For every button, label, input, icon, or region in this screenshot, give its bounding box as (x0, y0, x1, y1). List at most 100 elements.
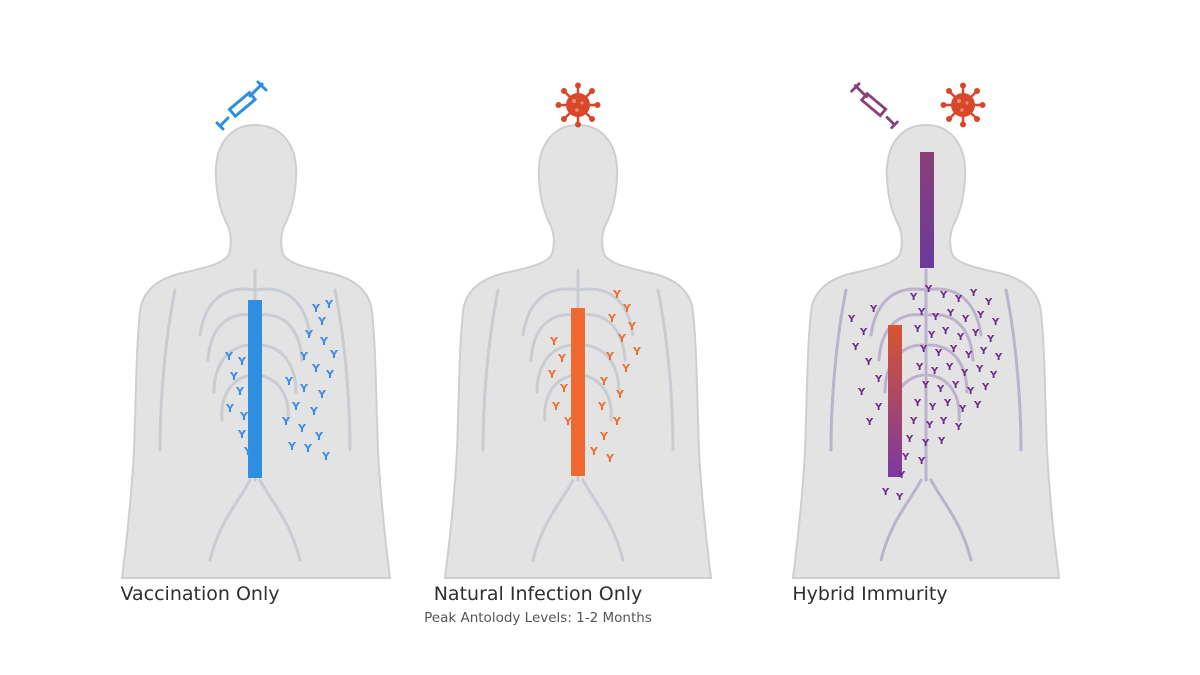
svg-text:Y: Y (237, 428, 247, 441)
svg-text:Y: Y (917, 456, 926, 467)
svg-text:Y: Y (881, 487, 890, 498)
svg-text:Y: Y (605, 350, 615, 363)
syringe-icon (215, 80, 268, 131)
svg-text:Y: Y (994, 352, 1003, 363)
svg-text:Y: Y (913, 324, 922, 335)
antibody-level-bar (888, 325, 902, 477)
svg-text:Y: Y (937, 436, 946, 447)
svg-text:Y: Y (905, 434, 914, 445)
svg-text:Y: Y (874, 402, 883, 413)
svg-text:Y: Y (939, 290, 948, 301)
ribcage (481, 268, 675, 562)
svg-text:Y: Y (936, 384, 945, 395)
antibody-level-bar (248, 300, 262, 478)
svg-text:Y: Y (317, 315, 327, 328)
svg-text:Y: Y (237, 355, 247, 368)
svg-text:Y: Y (973, 400, 982, 411)
svg-text:Y: Y (956, 332, 965, 343)
panel-label: Hybrid Immurity (792, 583, 948, 605)
svg-text:Y: Y (299, 350, 309, 363)
svg-text:Y: Y (930, 366, 939, 377)
svg-text:Y: Y (612, 288, 622, 301)
svg-text:Y: Y (921, 438, 930, 449)
svg-text:Y: Y (321, 450, 331, 463)
virus-icon (940, 82, 986, 128)
svg-text:Y: Y (599, 430, 609, 443)
svg-text:Y: Y (857, 387, 866, 398)
svg-text:Y: Y (984, 297, 993, 308)
svg-text:Y: Y (946, 308, 955, 319)
svg-text:Y: Y (224, 350, 234, 363)
svg-text:Y: Y (547, 368, 557, 381)
svg-text:Y: Y (981, 382, 990, 393)
svg-text:Y: Y (927, 330, 936, 341)
svg-text:Y: Y (329, 348, 339, 361)
svg-text:Y: Y (966, 386, 975, 397)
svg-text:Y: Y (859, 327, 868, 338)
svg-text:Y: Y (939, 416, 948, 427)
svg-text:Y: Y (958, 404, 967, 415)
svg-text:Y: Y (865, 417, 874, 428)
svg-text:Y: Y (897, 470, 906, 481)
svg-text:Y: Y (991, 317, 1000, 328)
antibody-level-bar-upper (920, 152, 934, 268)
svg-text:Y: Y (960, 368, 969, 379)
svg-text:Y: Y (291, 400, 301, 413)
svg-text:Y: Y (284, 375, 294, 388)
svg-text:Y: Y (901, 452, 910, 463)
svg-text:Y: Y (909, 416, 918, 427)
svg-text:Y: Y (621, 362, 631, 375)
svg-text:Y: Y (325, 368, 335, 381)
svg-text:Y: Y (235, 385, 245, 398)
svg-text:Y: Y (964, 350, 973, 361)
svg-text:Y: Y (304, 328, 314, 341)
svg-text:Y: Y (949, 344, 958, 355)
svg-text:Y: Y (605, 452, 615, 465)
svg-text:Y: Y (311, 302, 321, 315)
svg-text:Y: Y (919, 344, 928, 355)
svg-text:Y: Y (319, 335, 329, 348)
svg-text:Y: Y (934, 348, 943, 359)
svg-text:Y: Y (589, 445, 599, 458)
natural-infection-figure: YYY YYY YYY YYY YYY YYY YYY (443, 123, 713, 579)
panel-label: Vaccination Only (120, 583, 280, 605)
svg-text:Y: Y (975, 364, 984, 375)
svg-text:Y: Y (563, 415, 573, 428)
svg-text:Y: Y (607, 312, 617, 325)
svg-text:Y: Y (297, 422, 307, 435)
svg-text:Y: Y (239, 410, 249, 423)
svg-text:Y: Y (317, 388, 327, 401)
svg-text:Y: Y (225, 402, 235, 415)
svg-text:Y: Y (324, 298, 334, 311)
antibody-level-bar (571, 308, 585, 476)
svg-text:Y: Y (928, 402, 937, 413)
svg-text:Y: Y (954, 294, 963, 305)
panel-label: Natural Infection Only (433, 583, 643, 605)
svg-text:Y: Y (979, 346, 988, 357)
antibody-cluster: YYY YYY YYY YYY YYY YYY YYY (547, 288, 642, 465)
peak-antibody-note: Peak Antolody Levels: 1-2 Months (424, 610, 652, 626)
svg-text:Y: Y (986, 334, 995, 345)
svg-text:Y: Y (917, 307, 926, 318)
svg-text:Y: Y (851, 342, 860, 353)
svg-text:Y: Y (281, 415, 291, 428)
svg-text:Y: Y (549, 335, 559, 348)
svg-text:Y: Y (874, 374, 883, 385)
svg-text:Y: Y (915, 362, 924, 373)
svg-text:Y: Y (921, 380, 930, 391)
svg-text:Y: Y (924, 284, 933, 295)
svg-text:Y: Y (612, 415, 622, 428)
svg-text:Y: Y (909, 292, 918, 303)
svg-text:Y: Y (309, 405, 319, 418)
svg-text:Y: Y (951, 380, 960, 391)
svg-text:Y: Y (913, 398, 922, 409)
svg-text:Y: Y (941, 326, 950, 337)
svg-text:Y: Y (287, 440, 297, 453)
svg-text:Y: Y (299, 382, 309, 395)
svg-text:Y: Y (945, 362, 954, 373)
